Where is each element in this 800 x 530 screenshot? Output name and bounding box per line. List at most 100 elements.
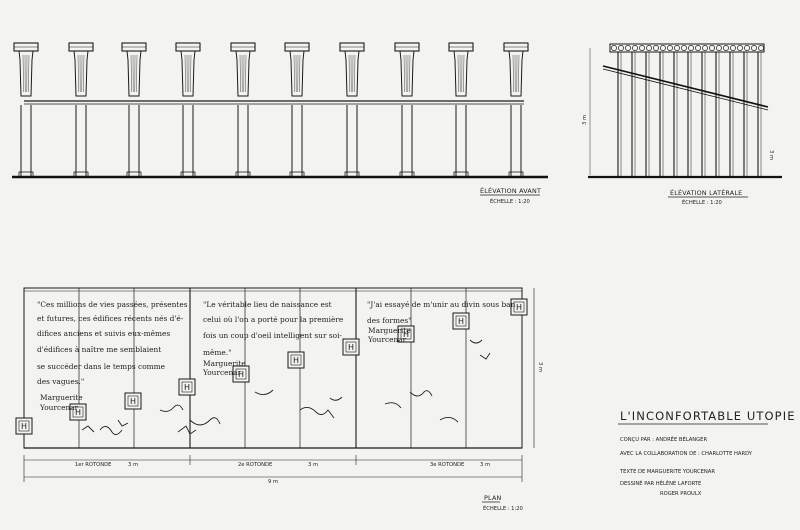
- side-capital-roll: [751, 45, 757, 51]
- side-elevation-height-dim-right: 3 m: [768, 150, 774, 160]
- plan-marker-letter: H: [130, 397, 136, 406]
- front-elevation: [13, 42, 529, 178]
- plan-sketch-mark-14: [81, 425, 95, 433]
- quote-1-line-3: difices anciens et suivis eux-mêmes: [37, 329, 170, 338]
- plan-marker-inner: [72, 406, 84, 418]
- side-elevation-sloped-beam-lower: [602, 68, 769, 111]
- column-flute: [136, 54, 138, 93]
- column-flute: [512, 54, 514, 93]
- plan-marker-letter: H: [458, 317, 464, 326]
- credit-text: TEXTE DE MARGUERITE YOURCENAR: [619, 469, 715, 475]
- plan-sketch-mark-13: [117, 419, 129, 427]
- column-4: [175, 42, 201, 178]
- quote-1-line-2: et futures, ces édifices récents nés d'é…: [37, 314, 184, 323]
- credit-collaboration: AVEC LA COLLABORATION DE : CHARLOTTE HAR…: [620, 451, 753, 457]
- plan-marker-inner: [181, 381, 193, 393]
- quote-2-line-2: celui où l'on a porté pour la première: [203, 315, 343, 324]
- plan-marker-letter: H: [348, 343, 354, 352]
- column-flute: [463, 54, 465, 93]
- column-flute: [518, 54, 520, 93]
- plan-marker-frame: [178, 378, 196, 396]
- column-3: [121, 42, 147, 178]
- plan-marker-2: H: [69, 403, 87, 421]
- column-flute: [348, 54, 350, 93]
- plan-marker-8: H: [397, 325, 415, 343]
- front-elevation-scale: ÉCHELLE : 1:20: [490, 197, 530, 205]
- plan-marker-3: H: [124, 392, 142, 410]
- side-capital-roll: [611, 45, 617, 51]
- plan-dim-rotonde-3: 3e ROTONDE: [430, 462, 464, 468]
- side-capital-roll: [632, 45, 638, 51]
- column-flute: [354, 54, 356, 93]
- plan-marker-frame: [287, 351, 305, 369]
- plan-sketch-mark-4: [189, 417, 221, 426]
- plan-dim-rotonde-1-length: 3 m: [128, 462, 138, 468]
- side-capital-roll: [646, 45, 652, 51]
- plan-dim-rotonde-1: 1er ROTONDE: [75, 462, 111, 468]
- plan-marker-inner: [290, 354, 302, 366]
- column-flute: [22, 54, 24, 93]
- side-capital-roll: [653, 45, 659, 51]
- column-upper-shaft: [126, 50, 142, 97]
- column-flute: [245, 54, 247, 93]
- column-upper-shaft: [289, 50, 305, 97]
- side-capital-roll: [681, 45, 687, 51]
- side-capital-roll: [674, 45, 680, 51]
- quote-1-line-5: se succéder dans le temps comme: [37, 362, 165, 371]
- column-flute: [299, 54, 301, 93]
- side-capital-roll: [667, 45, 673, 51]
- column-7: [339, 42, 365, 178]
- plan-marker-inner: [235, 368, 247, 380]
- plan-marker-letter: H: [238, 370, 244, 379]
- column-1: [13, 42, 39, 178]
- plan-quote-2: "Le véritable lieu de naissance est celu…: [202, 300, 343, 377]
- column-10: [503, 42, 529, 178]
- plan-marker-5: H: [232, 365, 250, 383]
- side-capital-roll: [709, 45, 715, 51]
- plan-sketch-mark-12: [439, 417, 459, 423]
- plan-sketch-mark-2: [159, 404, 184, 412]
- quote-3-line-2: des formes": [367, 316, 412, 325]
- plan-dim-rotonde-3-length: 3 m: [480, 462, 490, 468]
- side-capital-roll: [716, 45, 722, 51]
- column-flute: [28, 54, 30, 93]
- side-capital-roll: [730, 45, 736, 51]
- quote-2-author-1: Marguerite: [203, 359, 246, 368]
- plan-sketch-mark-9: [409, 390, 433, 397]
- quote-2-line-1: "Le véritable lieu de naissance est: [203, 300, 332, 309]
- column-upper-shaft: [399, 50, 415, 97]
- side-elevation-sloped-beam: [602, 65, 769, 108]
- plan-label: PLAN: [484, 494, 502, 502]
- column-flute: [130, 54, 132, 93]
- plan-panel-grid: [24, 288, 522, 449]
- plan-marker-7: H: [342, 338, 360, 356]
- side-capital-roll: [723, 45, 729, 51]
- side-elevation: [609, 43, 765, 176]
- plan-marker-letter: H: [293, 356, 299, 365]
- quote-2-author-2: Yourcenar: [202, 368, 242, 377]
- plan-quote-1: "Ces millions de vies passées, présentes…: [37, 300, 188, 412]
- quote-2-line-3: fois un coup d'oeil intelligent sur soi-: [203, 331, 342, 340]
- column-flute: [403, 54, 405, 93]
- plan-sketch-mark-1: [99, 426, 123, 435]
- side-capital-roll: [688, 45, 694, 51]
- side-elevation-height-dim: 3 m: [582, 115, 588, 125]
- side-capital-roll: [744, 45, 750, 51]
- column-9: [448, 42, 474, 178]
- plan-marker-frame: [342, 338, 360, 356]
- column-flute: [239, 54, 241, 93]
- side-elevation-label: ÉLÉVATION LATÉRALE: [670, 188, 742, 197]
- column-flute: [293, 54, 295, 93]
- side-capitals: [609, 43, 765, 53]
- quote-1-line-4: d'édifices à naître me semblaient: [37, 345, 161, 354]
- plan-marker-letter: H: [184, 383, 190, 392]
- plan-marker-frame: [15, 417, 33, 435]
- quote-2-line-4: même.": [203, 348, 232, 357]
- plan-sketch-mark-8: [384, 402, 402, 409]
- plan-dim-total: 9 m: [268, 479, 278, 485]
- plan-scale: ÉCHELLE : 1:20: [483, 504, 523, 512]
- column-upper-shaft: [453, 50, 469, 97]
- column-upper-shaft: [18, 50, 34, 97]
